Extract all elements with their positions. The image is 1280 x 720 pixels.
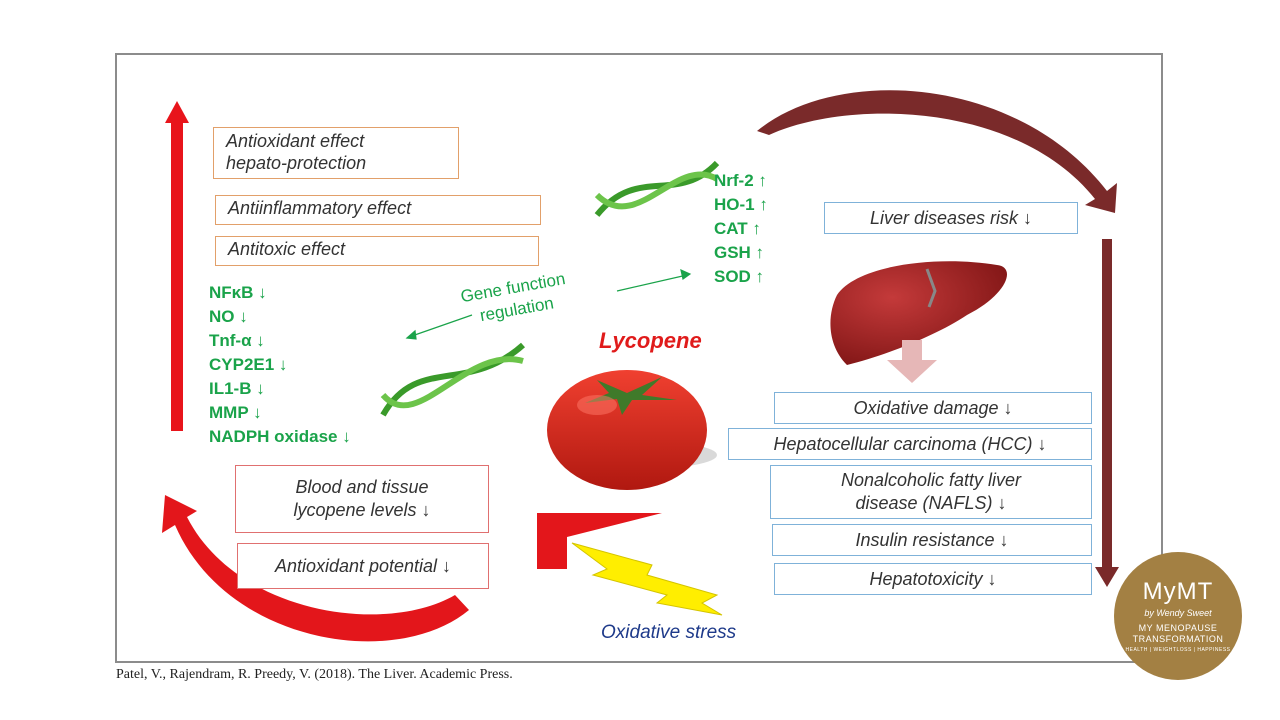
up-item: CAT ↑: [714, 219, 761, 238]
diagram-frame: Antioxidant effect hepato-protection Ant…: [115, 53, 1163, 663]
antioxidant-potential-box: Antioxidant potential ↓: [237, 543, 489, 589]
down-item: IL1-B ↓: [209, 379, 265, 398]
outcome-box-nafls: Nonalcoholic fatty liver disease (NAFLS)…: [770, 465, 1092, 519]
logo-line2: TRANSFORMATION: [1132, 634, 1224, 644]
downregulated-list: NFκB ↓ NO ↓ Tnf-α ↓ CYP2E1 ↓ IL1-B ↓ MMP…: [209, 281, 351, 449]
effect-box-antitoxic: Antitoxic effect: [215, 236, 539, 266]
pink-arrow-icon: [887, 340, 937, 383]
oxidative-stress-label: Oxidative stress: [601, 622, 737, 643]
citation: Patel, V., Rajendram, R. Preedy, V. (201…: [116, 667, 513, 682]
down-item: Tnf-α ↓: [209, 331, 265, 350]
dna-icon-lower: [380, 342, 525, 417]
outcome-box-hepatotoxicity: Hepatotoxicity ↓: [774, 563, 1092, 595]
gene-arrow-right: [616, 268, 692, 292]
logo-line1: MY MENOPAUSE: [1138, 623, 1218, 633]
logo-tagline: HEALTH | WEIGHTLOSS | HAPPINESS: [1125, 647, 1231, 653]
curved-arrow-top-right-icon: [757, 90, 1117, 213]
up-item: GSH ↑: [714, 243, 765, 262]
effect-box-antioxidant: Antioxidant effect hepato-protection: [213, 127, 459, 179]
tomato-icon: [547, 370, 717, 490]
liver-icon: [830, 261, 1007, 365]
red-corner-shape: [537, 513, 662, 569]
up-item: Nrf-2 ↑: [714, 171, 767, 190]
logo-byline: by Wendy Sweet: [1144, 608, 1212, 618]
up-item: SOD ↑: [714, 267, 765, 286]
effect-box-antiinflammatory: Antiinflammatory effect: [215, 195, 541, 225]
down-item: NO ↓: [209, 307, 248, 326]
diagram-graphics: [162, 90, 1119, 642]
up-item: HO-1 ↑: [714, 195, 768, 214]
upregulated-list: Nrf-2 ↑ HO-1 ↑ CAT ↑ GSH ↑ SOD ↑: [714, 169, 768, 289]
lycopene-label: Lycopene: [599, 328, 702, 353]
outcome-box-insulin: Insulin resistance ↓: [772, 524, 1092, 556]
logo-brand: MyMT: [1142, 578, 1214, 605]
down-item: MMP ↓: [209, 403, 262, 422]
up-arrow-icon: [165, 101, 189, 431]
dna-icon-upper: [594, 160, 720, 217]
down-item: NFκB ↓: [209, 283, 267, 302]
blood-levels-box: Blood and tissue lycopene levels ↓: [235, 465, 489, 533]
down-item: NADPH oxidase ↓: [209, 427, 351, 446]
outcome-box-hcc: Hepatocellular carcinoma (HCC) ↓: [728, 428, 1092, 460]
lightning-icon: [571, 542, 723, 616]
curved-arrow-bottom-left-icon: [162, 495, 469, 642]
mymt-logo: MyMT by Wendy Sweet MY MENOPAUSE TRANSFO…: [1114, 552, 1242, 680]
gene-arrow-left: [405, 314, 473, 340]
liver-risk-box: Liver diseases risk ↓: [824, 202, 1078, 234]
down-item: CYP2E1 ↓: [209, 355, 288, 374]
down-arrow-icon: [1095, 239, 1119, 587]
outcome-box-oxidative-damage: Oxidative damage ↓: [774, 392, 1092, 424]
